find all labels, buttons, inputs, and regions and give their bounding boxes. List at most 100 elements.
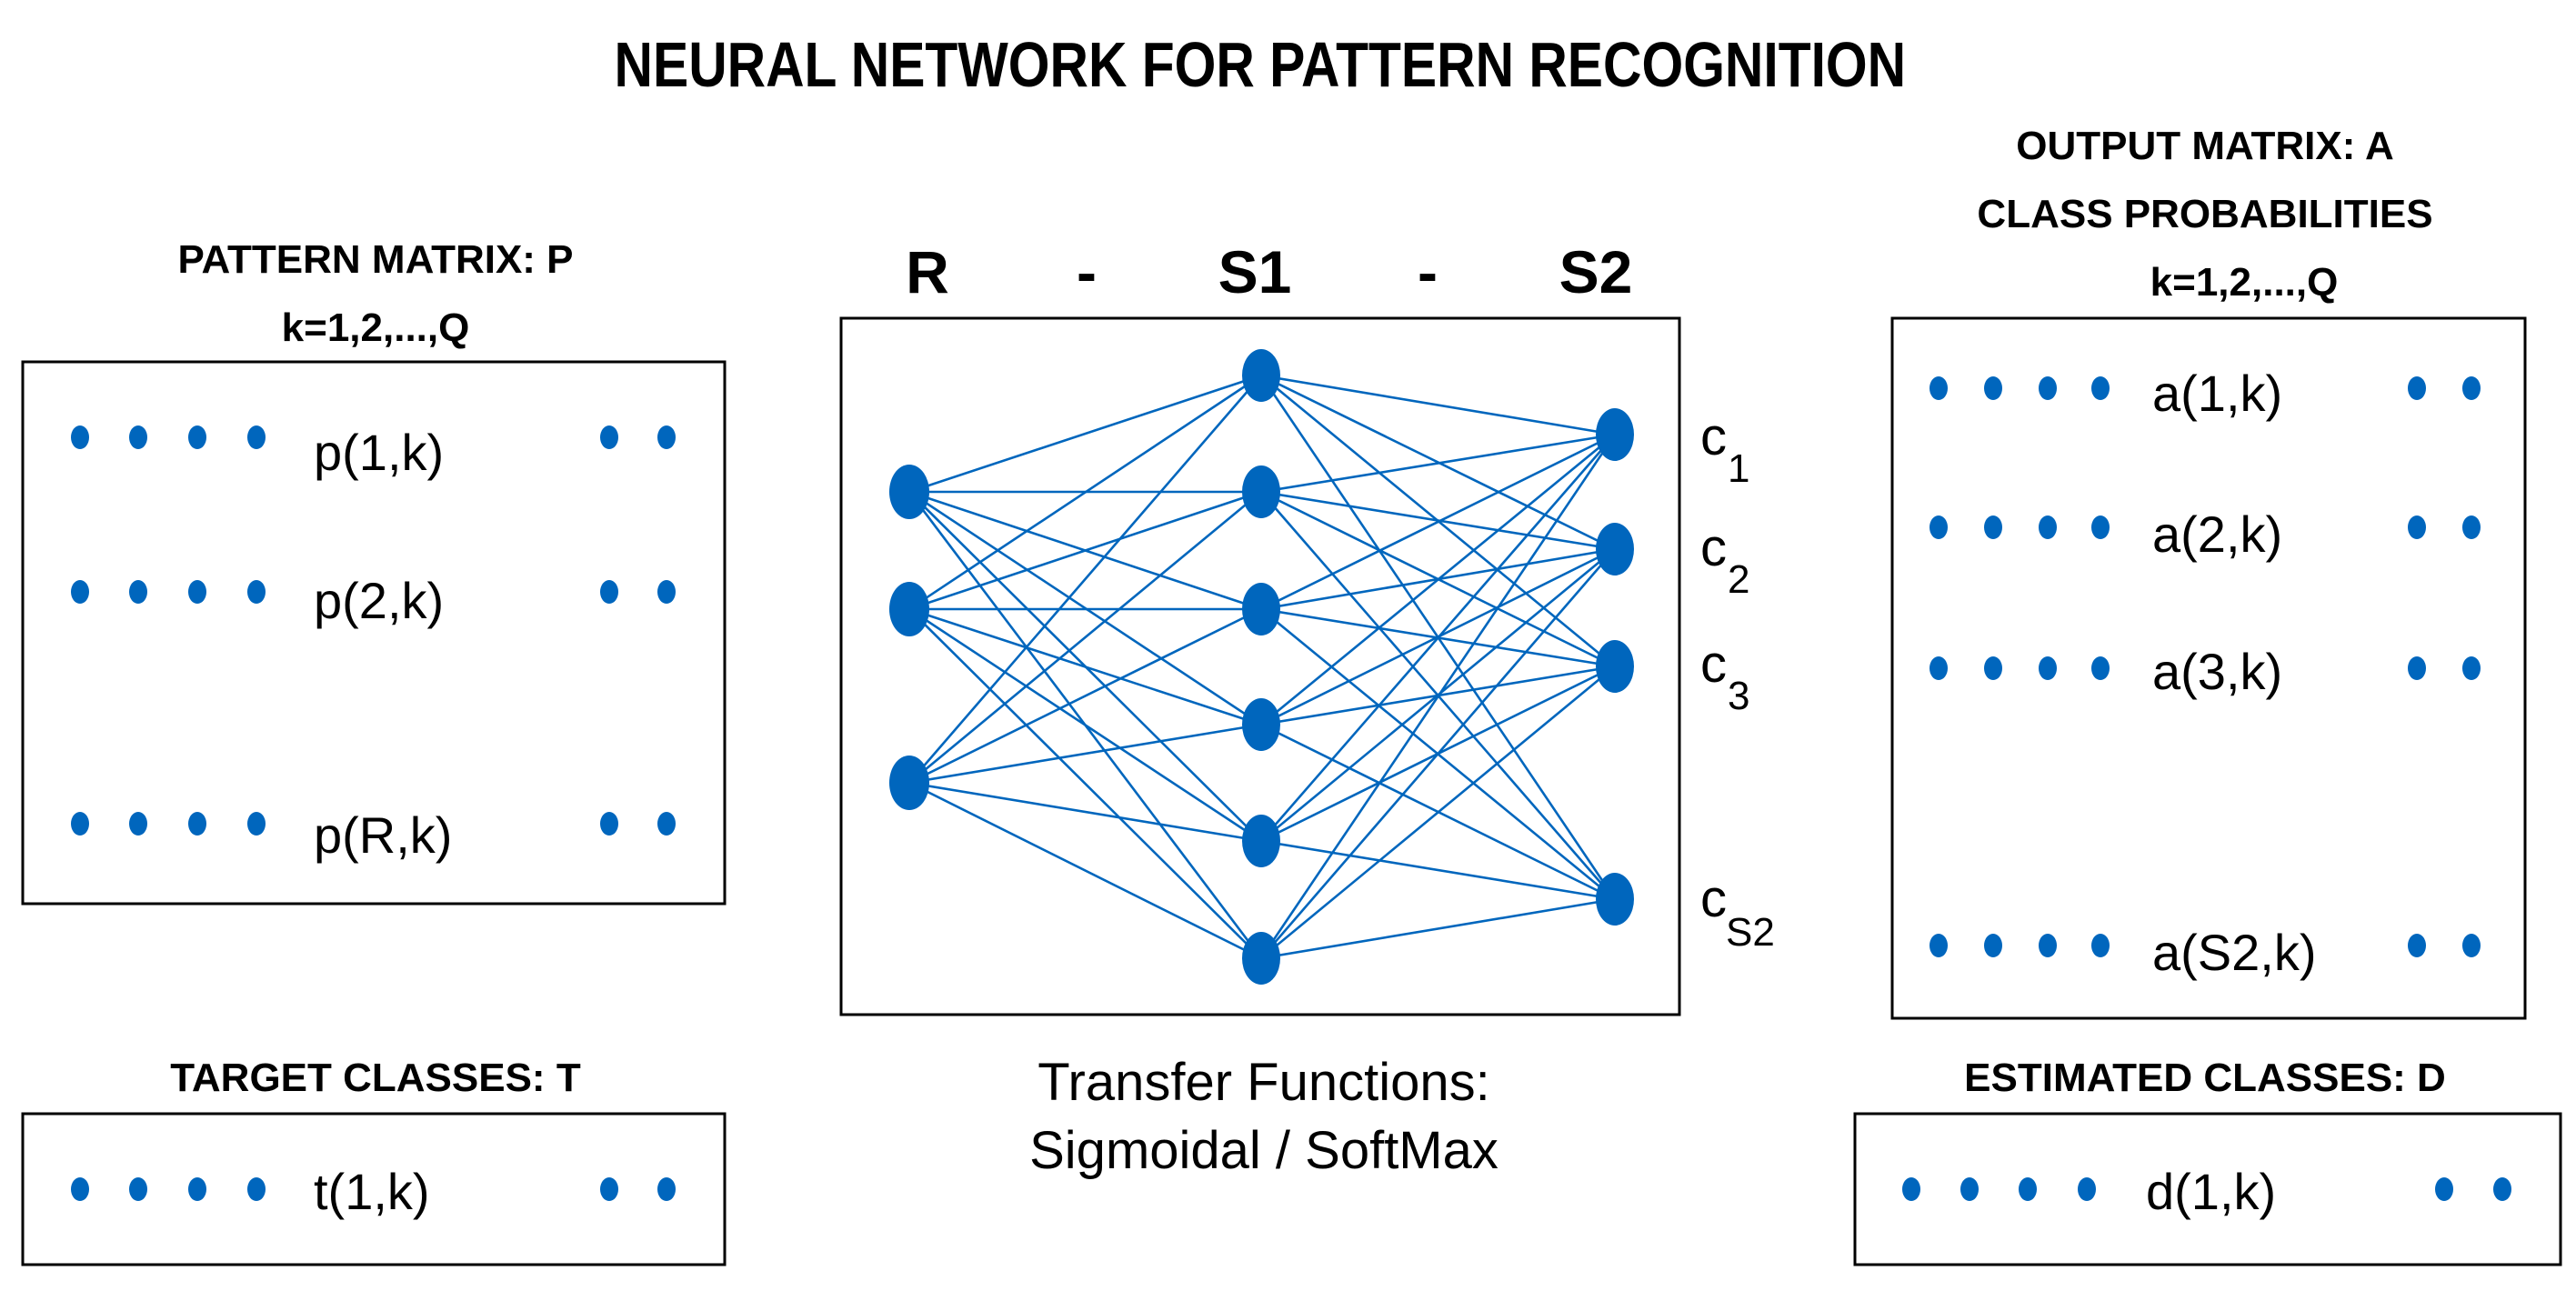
estimated-classes-dot <box>2019 1177 2037 1201</box>
pattern-matrix-dot <box>600 812 618 836</box>
output-matrix-index-range: k=1,2,...,Q <box>2150 260 2339 305</box>
pattern-matrix-dot <box>247 580 266 604</box>
svg-text:S2: S2 <box>1726 910 1775 955</box>
output-matrix-dot <box>2408 934 2426 957</box>
output-matrix-dot <box>2462 515 2481 539</box>
output-matrix-dot <box>2091 656 2110 680</box>
pattern-matrix-dot <box>71 425 89 449</box>
pattern-matrix-dot <box>600 580 618 604</box>
pattern-row-label-1: p(1,k) <box>314 424 444 481</box>
output-neuron <box>1596 640 1634 693</box>
pattern-matrix-dot <box>71 812 89 836</box>
target-classes-dot <box>600 1177 618 1201</box>
connection-line <box>908 607 1262 843</box>
output-matrix-dot <box>1929 376 1948 400</box>
class-label-c3: c 3 <box>1700 635 1749 718</box>
hidden-neuron <box>1242 932 1280 985</box>
svg-text:c: c <box>1700 518 1727 577</box>
transfer-functions-types: Sigmoidal / SoftMax <box>1029 1121 1498 1180</box>
target-classes-header: TARGET CLASSES: T <box>170 1056 581 1100</box>
page-title: NEURAL NETWORK FOR PATTERN RECOGNITION <box>615 28 1907 100</box>
layer-label-r: R <box>906 238 949 305</box>
output-matrix-dot <box>2091 934 2110 957</box>
connection-line <box>908 607 1262 785</box>
pattern-matrix-dot <box>71 580 89 604</box>
pattern-matrix-dot <box>129 425 147 449</box>
connection-line <box>908 607 1262 726</box>
hidden-neuron <box>1242 349 1280 402</box>
output-matrix-dot <box>2408 515 2426 539</box>
estimated-classes-dot <box>1960 1177 1979 1201</box>
layer-separator-2: - <box>1418 238 1438 305</box>
output-matrix-dot <box>2462 934 2481 957</box>
output-matrix-dot <box>1984 515 2002 539</box>
output-matrix-dot <box>1929 934 1948 957</box>
svg-text:c: c <box>1700 869 1727 928</box>
pattern-matrix-dot <box>188 812 206 836</box>
network-connections <box>907 374 1617 960</box>
output-matrix-dot <box>2462 656 2481 680</box>
output-matrix-dot <box>2408 656 2426 680</box>
hidden-neuron <box>1242 465 1280 518</box>
connection-line <box>1260 548 1616 959</box>
estimated-classes-dot <box>2078 1177 2096 1201</box>
connection-line <box>1260 665 1616 960</box>
output-row-label-3: a(3,k) <box>2152 643 2282 700</box>
connection-line <box>908 374 1262 494</box>
output-matrix-dot <box>1984 376 2002 400</box>
pattern-matrix-dot <box>657 812 676 836</box>
target-classes-dot <box>129 1177 147 1201</box>
output-matrix-header: OUTPUT MATRIX: A <box>2016 124 2394 168</box>
connection-line <box>1259 434 1617 959</box>
pattern-matrix-dot <box>600 425 618 449</box>
class-label-cs2: c S2 <box>1700 869 1775 955</box>
connection-line <box>908 375 1262 784</box>
target-classes-box <box>21 1112 727 1266</box>
svg-text:2: 2 <box>1728 557 1749 602</box>
connection-line <box>1260 374 1616 436</box>
output-row-label-s2: a(S2,k) <box>2152 924 2317 981</box>
output-neuron <box>1596 873 1634 926</box>
connection-line <box>1260 433 1616 494</box>
target-classes-dot <box>657 1177 676 1201</box>
connection-line <box>908 374 1262 611</box>
input-neuron <box>889 582 929 636</box>
class-probabilities-header: CLASS PROBABILITIES <box>1977 192 2432 236</box>
input-neuron <box>889 465 929 519</box>
pattern-matrix-dot <box>657 580 676 604</box>
output-matrix-dot <box>1929 656 1948 680</box>
pattern-matrix-dot <box>247 812 266 836</box>
network-neurons <box>889 349 1634 985</box>
transfer-functions-caption: Transfer Functions: <box>1037 1053 1489 1112</box>
svg-text:1: 1 <box>1728 446 1749 491</box>
pattern-matrix-dots <box>71 425 676 836</box>
pattern-row-label-r: p(R,k) <box>314 806 452 864</box>
pattern-row-label-2: p(2,k) <box>314 572 444 629</box>
estimated-classes-dot <box>1902 1177 1920 1201</box>
connection-line <box>1260 434 1616 842</box>
layer-separator-1: - <box>1077 238 1097 305</box>
connection-line <box>908 608 1262 959</box>
estimated-classes-box <box>1853 1112 2562 1266</box>
layer-label-s2: S2 <box>1559 238 1633 305</box>
svg-text:3: 3 <box>1728 674 1749 718</box>
pattern-matrix-dot <box>657 425 676 449</box>
connection-line <box>908 781 1262 843</box>
connection-line <box>1260 433 1616 611</box>
output-row-label-2: a(2,k) <box>2152 505 2282 563</box>
connection-line <box>1260 897 1616 960</box>
output-matrix-dot <box>2039 515 2057 539</box>
hidden-neuron <box>1242 815 1280 867</box>
connection-line <box>1260 490 1616 551</box>
connection-line <box>908 490 1262 785</box>
output-matrix-box <box>1890 316 2527 1020</box>
output-matrix-dot <box>2091 376 2110 400</box>
hidden-neuron <box>1242 698 1280 751</box>
estimated-row-label-1: d(1,k) <box>2146 1163 2276 1220</box>
pattern-matrix-dot <box>188 580 206 604</box>
output-matrix-dot <box>2039 656 2057 680</box>
output-matrix-dot <box>1984 934 2002 957</box>
estimated-classes-dot <box>2493 1177 2511 1201</box>
class-label-c2: c 2 <box>1700 518 1749 602</box>
